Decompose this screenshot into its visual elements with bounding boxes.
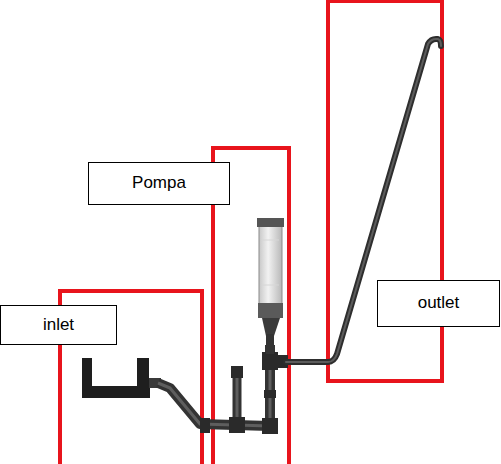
label-box: inlet — [0, 305, 117, 345]
pipe-fittings — [200, 352, 288, 434]
supply-pipe — [158, 345, 270, 426]
label-box: outlet — [377, 280, 500, 327]
inlet-tank — [82, 358, 161, 398]
region-label: inlet — [43, 315, 74, 335]
label-box: Pompa — [88, 162, 230, 205]
region-label: outlet — [418, 293, 460, 313]
region-label: Pompa — [132, 173, 186, 193]
pump-column — [257, 218, 284, 354]
